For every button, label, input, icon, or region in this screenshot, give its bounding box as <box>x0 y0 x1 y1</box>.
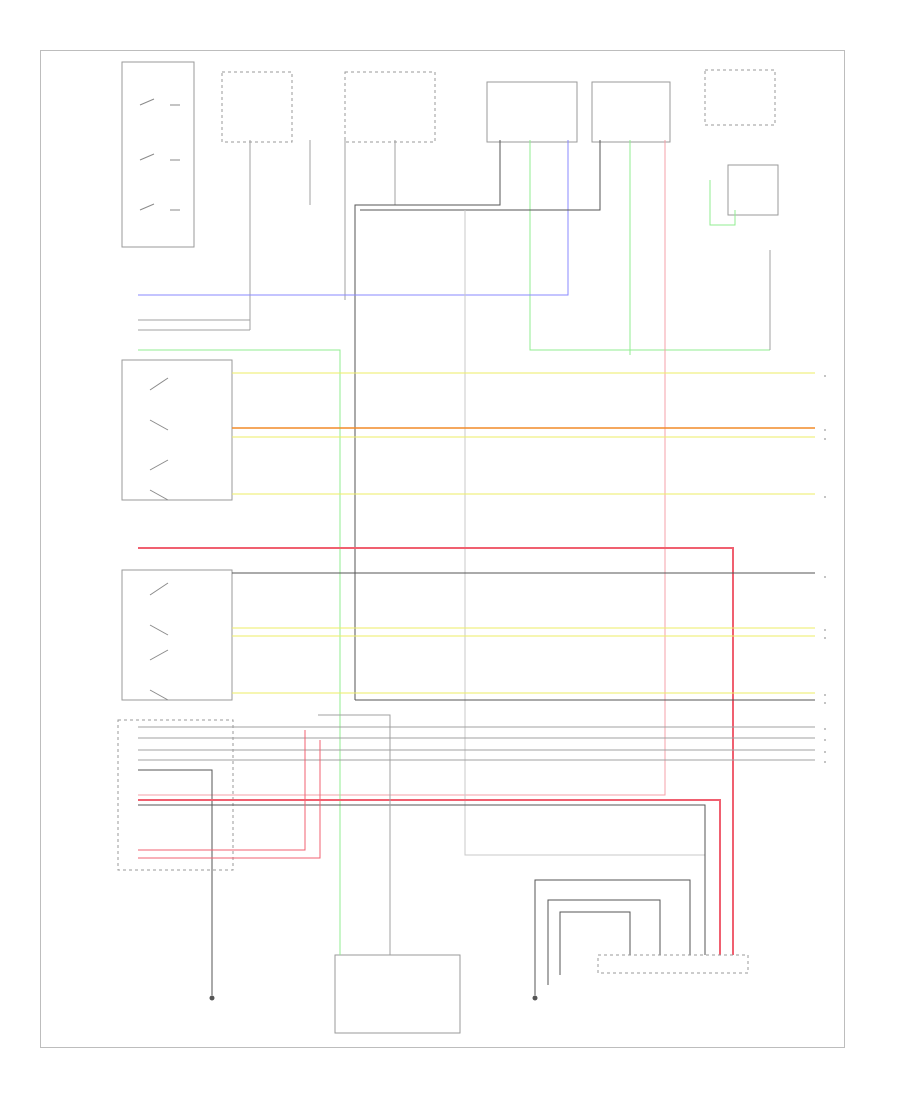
switch-contacts-lower <box>149 582 169 701</box>
bottom-right-harness <box>534 879 691 995</box>
wire-harness-2 <box>547 899 661 985</box>
connector-box-c <box>486 81 578 143</box>
switch-contact-3 <box>139 203 180 211</box>
horizontal-wires <box>138 319 815 995</box>
switch-contact-2 <box>139 153 180 161</box>
switch-contact-1 <box>139 98 180 106</box>
wire-gray-thin <box>464 210 705 856</box>
ground-points <box>209 995 538 1001</box>
wire-black-b <box>360 140 601 211</box>
component-box-a <box>221 71 293 143</box>
ground-icon-right <box>532 995 538 1001</box>
wire-black-main <box>354 140 501 700</box>
wire-red-main <box>138 547 734 955</box>
relay-box <box>727 164 779 216</box>
component-box-e <box>704 69 776 126</box>
top-components <box>221 69 779 1034</box>
switch-block-upper <box>121 359 233 501</box>
wire-blue <box>138 140 569 296</box>
connector-box-d <box>591 81 671 143</box>
vertical-wires <box>138 140 771 955</box>
wire-green-a <box>529 140 770 351</box>
connector-block-top <box>121 61 195 248</box>
right-edge-pins <box>824 375 826 763</box>
component-box-b <box>344 71 436 143</box>
wire-ground-left <box>138 769 213 995</box>
wire-green-relay <box>709 180 736 226</box>
wire-red-bottom <box>138 799 721 955</box>
wire-harness-1 <box>534 879 691 995</box>
ground-icon-left <box>209 995 215 1001</box>
switch-contacts-upper <box>149 377 169 501</box>
wire-red-loop <box>138 730 306 851</box>
diagram-frame <box>40 50 845 1048</box>
left-switch-block <box>117 61 234 871</box>
wire-harness-3 <box>559 911 631 975</box>
bottom-module-box <box>334 954 461 1034</box>
wire-red-loop-2 <box>138 740 321 859</box>
bottom-right-connector <box>597 954 749 974</box>
wire-black-bottom <box>138 804 706 955</box>
wire-gray-module <box>318 714 391 955</box>
switch-block-lower <box>121 569 233 701</box>
wire-pink <box>138 140 666 796</box>
wire-green-left <box>138 349 341 955</box>
